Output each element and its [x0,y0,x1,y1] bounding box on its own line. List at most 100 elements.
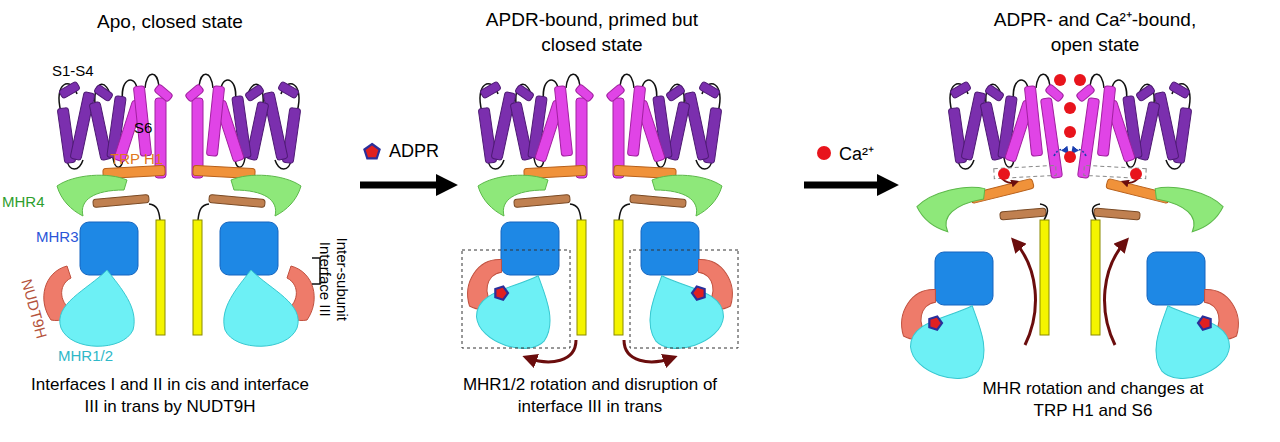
channel [889,74,1252,387]
linker-helix [514,195,570,208]
s1-s4-helix [59,81,81,99]
calcium-ion [1064,126,1076,138]
mhr12-group [889,282,1000,386]
loop [619,204,630,220]
s6-helix [154,84,174,102]
adpr-symbol [1197,314,1214,330]
mhr-group [1141,252,1252,387]
mhr4-domain [1149,184,1225,236]
pore-helix [627,86,645,157]
part-label: MHR3 [36,228,79,245]
s1-s4-helix [1169,81,1191,99]
s1-s4-helix [245,84,265,102]
mhr4-domain [57,175,127,216]
state-panel: APDR-bound, primed but closed stateMHR1/… [452,0,800,442]
highlight-box [462,250,570,348]
mhr12-domain [224,270,298,346]
mhr12-domain [470,261,564,357]
rib-helix [1091,220,1100,335]
mhr4-group [231,175,301,216]
pore-helix [1024,86,1042,157]
mhr4-group [478,175,548,216]
s1-s4-helix [1154,92,1179,161]
rib-helix [1040,220,1049,335]
edge-label: ADPR [387,141,441,162]
rotation-arrow [624,340,672,362]
mhr4-group [57,175,127,216]
s1-s4-helix [278,81,300,99]
mhr12-group [455,252,566,356]
s6-helix [606,84,626,102]
s1-s4-helix [263,92,288,161]
part-label: S6 [134,119,152,136]
loop [1090,74,1104,88]
mhr4-group [652,175,722,216]
rotation-arrow [1105,242,1125,345]
s1-s4-helix [515,84,535,102]
state-panel: ADPR- and Ca²⁺-bound, open stateMHR rota… [893,0,1278,442]
transition-arrow [804,182,881,189]
mhr4-domain [231,175,301,216]
mhr-group [635,222,746,357]
part-label: NUDT9H [18,277,50,340]
pore-helix [206,86,224,157]
loop [620,74,634,88]
panel-caption: MHR rotation and changes at TRP H1 and S… [978,378,1208,422]
mhr3-domain [220,222,278,275]
subunit [44,74,173,346]
adpr-symbol [691,284,708,300]
mhr4-domain [478,175,548,216]
subunit [606,74,746,362]
linker-helix [630,195,686,208]
mhr3-domain [501,222,559,275]
s1-s4-helix [684,92,709,161]
rotation-arrow [528,340,576,362]
channel [44,74,314,346]
mhr4-domain [652,175,722,216]
s1-s4-helix [950,81,972,99]
s1-s4-helix [666,84,686,102]
loop [198,204,209,220]
mhr4-group [1149,184,1225,236]
mhr3-domain [641,222,699,275]
edge-label: Ca²⁺ [837,141,876,165]
s1-s4-helix [480,81,502,99]
rib-helix [193,220,202,335]
s1-s4-helix [985,84,1005,102]
s6-helix [185,84,205,102]
rotation-arrow [1015,242,1035,345]
mhr-group [455,222,566,357]
panel-title: Apo, closed state [40,10,300,35]
linker-helix [1094,208,1141,220]
loop [1093,204,1100,220]
rib-helix [614,220,623,335]
s6-helix [1045,84,1065,102]
loop [1040,204,1047,220]
channel [455,74,746,362]
mhr12-domain [636,261,730,357]
part-label: Inter-subunit Interface III [316,222,351,337]
part-label: TRP H1 [110,150,163,167]
mhr12-group [224,266,314,346]
mhr3-domain [935,252,993,305]
mhr12-group [635,252,746,356]
calcium-ion [1074,74,1086,86]
calcium-ion [998,168,1010,180]
adpr-symbol [493,284,510,300]
subunit [1073,74,1251,386]
mhr4-domain [915,184,991,236]
s1-s4-helix [70,92,95,161]
subunit [889,74,1067,386]
rib-helix [577,220,586,335]
linker-helix [1000,208,1047,220]
loop [1036,74,1050,88]
panel-title: APDR-bound, primed but closed state [482,8,702,57]
subunit [455,74,595,362]
s6-helix [575,84,595,102]
part-label: MHR4 [2,193,45,210]
mhr12-group [1141,282,1252,386]
linker-helix [93,195,149,208]
calcium-ion [1054,74,1066,86]
s1-s4-helix [491,92,516,161]
mhr12-domain [60,270,134,346]
